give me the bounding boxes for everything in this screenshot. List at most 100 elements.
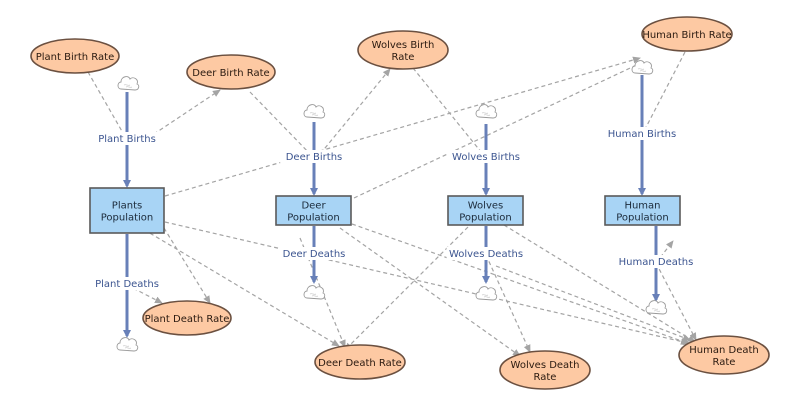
stock-label: Deer	[301, 201, 326, 212]
stock-box	[89, 187, 165, 234]
link-arrow	[315, 68, 391, 160]
wolves-deaths-sink-cloud	[475, 286, 498, 301]
aux-label: Human Birth Rate	[642, 30, 731, 41]
cloud-detail	[122, 345, 132, 349]
link-arrow	[412, 67, 487, 159]
cloud-icon	[475, 286, 498, 301]
cloud-icon	[645, 300, 668, 315]
aux-ellipse	[499, 350, 591, 390]
aux-plant-death-rate[interactable]: Plant Death Rate	[142, 300, 232, 336]
flow-wolves-deaths[interactable]: Wolves Deaths	[446, 226, 526, 284]
link-arrow	[485, 254, 531, 353]
flow-label-background	[605, 127, 679, 140]
aux-deer-birth-rate[interactable]: Deer Birth Rate	[186, 54, 276, 90]
deer-births-source-cloud	[303, 104, 326, 119]
aux-ellipse	[357, 30, 449, 70]
plant-deaths-sink-cloud	[116, 337, 139, 352]
flow-label: Human Births	[608, 129, 676, 140]
aux-ellipse	[314, 344, 406, 380]
cloud-icon	[117, 76, 140, 91]
link-arrow	[351, 223, 691, 345]
aux-deer-death-rate[interactable]: Deer Death Rate	[314, 344, 406, 380]
link-arrow	[163, 227, 211, 304]
stock-label: Population	[459, 213, 512, 224]
aux-ellipse	[186, 54, 276, 90]
flow-label: Wolves Births	[452, 152, 520, 163]
flow-label-background	[280, 247, 348, 260]
aux-ellipse	[142, 300, 232, 336]
clouds-layer	[116, 60, 668, 352]
aux-label: Wolves Death	[511, 360, 580, 371]
wolves-births-source-cloud	[475, 104, 498, 119]
nodes-layer: PlantsPopulationDeerPopulationWolvesPopu…	[30, 16, 770, 390]
cloud-detail	[481, 112, 491, 116]
deer-deaths-sink-cloud	[303, 285, 326, 300]
cloud-detail	[123, 84, 133, 88]
flow-deer-deaths[interactable]: Deer Deaths	[280, 226, 348, 284]
cloud-icon	[475, 104, 498, 119]
stock-label: Human	[624, 201, 660, 212]
link-arrow	[641, 51, 686, 136]
flow-plant-births[interactable]: Plant Births	[90, 92, 164, 188]
flow-label-background	[90, 277, 164, 290]
link-arrow	[655, 240, 674, 264]
flow-label: Human Deaths	[619, 257, 694, 268]
link-arrow	[164, 221, 689, 345]
cloud-detail	[309, 293, 319, 297]
stock-label: Population	[101, 213, 154, 224]
aux-human-birth-rate[interactable]: Human Birth Rate	[641, 16, 733, 52]
aux-label: Rate	[534, 372, 557, 383]
plant-births-source-cloud	[117, 76, 140, 91]
link-arrow	[503, 224, 696, 343]
flow-human-deaths[interactable]: Human Deaths	[619, 226, 694, 302]
aux-label: Rate	[713, 357, 736, 368]
flow-human-births[interactable]: Human Births	[605, 75, 679, 196]
link-arrow	[353, 61, 644, 199]
aux-ellipse	[30, 38, 120, 74]
human-births-source-cloud	[631, 60, 654, 75]
flow-label-background	[446, 150, 526, 163]
cloud-icon	[303, 285, 326, 300]
stock-label: Population	[287, 213, 340, 224]
cloud-icon	[116, 337, 139, 352]
link-arrow	[87, 71, 128, 141]
link-arrow	[655, 262, 697, 341]
aux-label: Plant Birth Rate	[36, 52, 115, 63]
flow-wolves-births[interactable]: Wolves Births	[446, 124, 526, 196]
link-arrow	[344, 226, 469, 351]
cloud-icon	[303, 104, 326, 119]
flow-label: Plant Births	[98, 134, 156, 145]
link-arrow	[147, 89, 221, 139]
cloud-detail	[637, 68, 647, 72]
stock-box	[604, 195, 681, 226]
cloud-detail	[651, 308, 661, 312]
flow-label-background	[446, 247, 526, 260]
flow-label-background	[90, 132, 164, 145]
flow-plant-deaths[interactable]: Plant Deaths	[90, 234, 164, 338]
aux-plant-birth-rate[interactable]: Plant Birth Rate	[30, 38, 120, 74]
flow-label: Wolves Deaths	[449, 249, 523, 260]
cloud-icon	[631, 60, 654, 75]
stock-box	[447, 195, 524, 226]
stock-label: Plants	[112, 201, 142, 212]
stock-label: Population	[616, 213, 669, 224]
human-deaths-sink-cloud	[645, 300, 668, 315]
flow-label-background	[280, 150, 348, 163]
flow-deer-births[interactable]: Deer Births	[280, 122, 348, 196]
aux-label: Deer Death Rate	[318, 358, 402, 369]
aux-label: Wolves Birth	[372, 40, 435, 51]
link-arrow	[249, 91, 315, 159]
flow-label: Deer Births	[286, 152, 343, 163]
flow-label: Plant Deaths	[95, 279, 159, 290]
aux-ellipse	[678, 335, 770, 375]
cloud-detail	[309, 112, 319, 116]
